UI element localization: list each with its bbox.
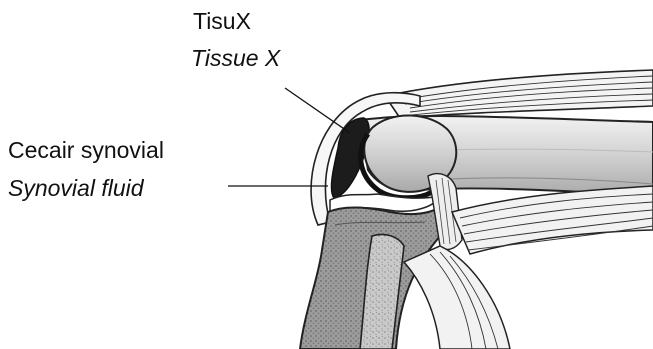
quadriceps-tendon: [385, 70, 653, 118]
tissue-x-leader-line: [285, 88, 350, 133]
tissue-x-label-local: TisuX: [193, 8, 251, 34]
tissue-x-label-english: Tissue X: [191, 45, 280, 71]
synovial-fluid-label-local: Cecair synovial: [8, 137, 164, 163]
synovial-fluid-label-english: Synovial fluid: [8, 175, 144, 201]
